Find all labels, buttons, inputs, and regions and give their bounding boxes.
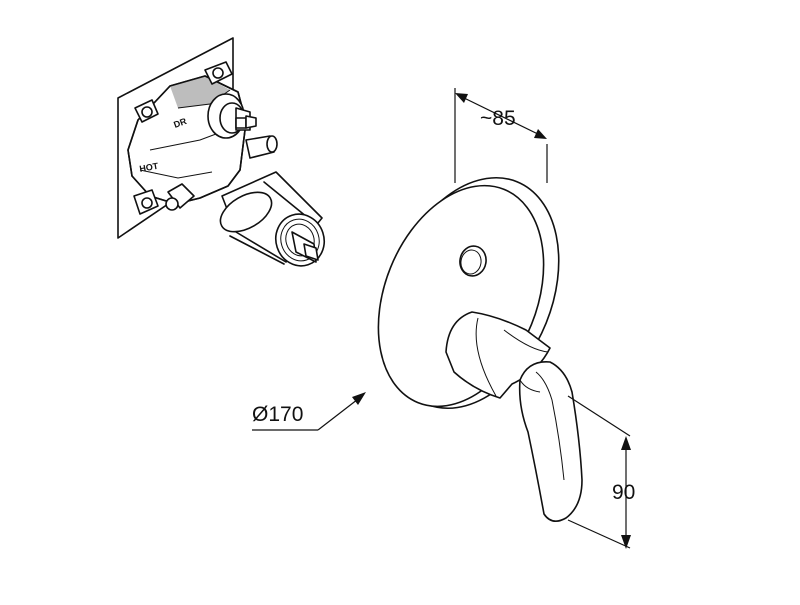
height-dimension (567, 395, 631, 549)
depth-dimension (454, 88, 548, 183)
stamp-side: HOT (139, 161, 160, 174)
lug-bottom-left (133, 189, 159, 215)
depth-label: ~85 (480, 107, 516, 130)
diverter-button (459, 245, 487, 277)
height-label: 90 (612, 481, 636, 504)
side-nozzle (165, 183, 195, 211)
lever-handle (445, 311, 583, 522)
diameter-dimension (252, 392, 366, 431)
stamp-top-left: DR (172, 116, 188, 130)
cartridge-spindle (291, 231, 319, 263)
lug-top-right (204, 61, 233, 85)
outlet-port-fitting (207, 93, 257, 139)
valve-body: DR HOT (127, 61, 278, 215)
diameter-label: Ø170 (252, 403, 304, 426)
side-outlet (245, 135, 278, 159)
cartridge (219, 171, 325, 267)
lug-top-left (134, 99, 159, 123)
